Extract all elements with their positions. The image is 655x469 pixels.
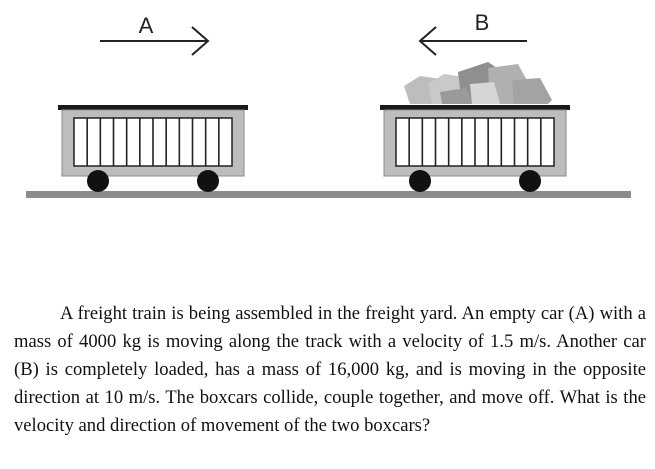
wheel-icon [197, 170, 219, 192]
boxcar-b [380, 62, 570, 192]
rail [26, 191, 631, 198]
wheel-icon [519, 170, 541, 192]
problem-statement: A freight train is being assembled in th… [14, 303, 646, 436]
boxcar-b-slats [408, 118, 542, 166]
car-b-label: B [475, 10, 490, 35]
wheel-icon [87, 170, 109, 192]
arrow-b: B [418, 10, 527, 56]
wheel-icon [409, 170, 431, 192]
boxcar-a [58, 105, 248, 192]
boxcar-diagram: A B [26, 10, 631, 198]
cargo-pile [404, 62, 552, 104]
car-a-label: A [139, 13, 154, 38]
boxcar-a-slats [86, 118, 220, 166]
arrow-a: A [100, 13, 210, 56]
